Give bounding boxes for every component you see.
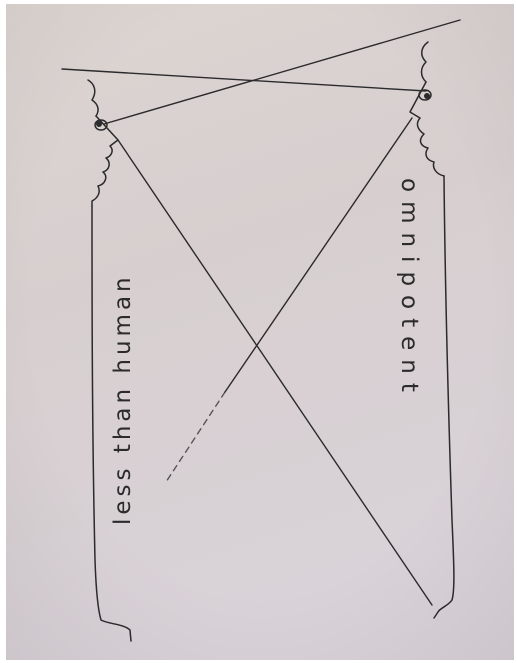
left-figure-label: less than human [110, 273, 136, 525]
sight-lines [61, 19, 461, 606]
crossing-diagonal-line [224, 117, 413, 393]
left-label-group: less than human [110, 273, 136, 525]
rising-sight-line [103, 19, 461, 125]
crossing-diagonal-fade [165, 391, 226, 483]
downward-diagonal-line [117, 139, 433, 606]
right-figure-label: omnipotent [396, 178, 422, 401]
top-sight-line [61, 68, 427, 92]
left-face-profile-icon [87, 79, 132, 642]
right-label-group: omnipotent [396, 178, 422, 401]
eye-icon [418, 89, 432, 101]
paper-vignette [6, 4, 514, 660]
right-face-profile-icon [409, 41, 455, 619]
eye-icon [94, 119, 108, 131]
